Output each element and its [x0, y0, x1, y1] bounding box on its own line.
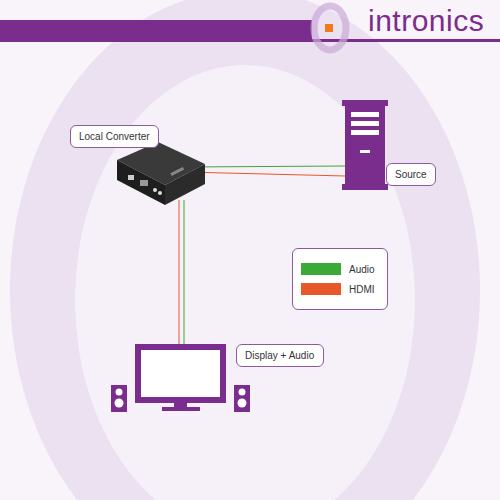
audio-wire	[184, 200, 185, 345]
logo-square	[325, 24, 333, 32]
legend-swatch	[301, 263, 341, 275]
legend-row: HDMI	[301, 282, 379, 296]
audio-wire	[185, 166, 345, 167]
hdmi-wire	[185, 172, 345, 176]
pc-tower	[342, 100, 388, 190]
hdmi-wire	[179, 200, 180, 345]
speaker	[234, 385, 250, 412]
logo-ring	[314, 6, 346, 50]
legend-swatch	[301, 283, 341, 295]
logo-text: intronics	[368, 4, 484, 38]
speaker	[111, 385, 127, 412]
label-text: Source	[395, 169, 427, 180]
legend-text: Audio	[349, 264, 375, 275]
legend-row: Audio	[301, 262, 379, 276]
callout-box: Local Converter	[70, 125, 159, 148]
label-text: Local Converter	[79, 131, 150, 142]
label-text: Display + Audio	[245, 350, 314, 361]
header-bar	[0, 20, 312, 42]
monitor	[138, 347, 223, 411]
callout-box: Display + Audio	[236, 344, 324, 367]
background-ring	[10, 0, 480, 500]
callout-box: Source	[386, 163, 436, 186]
legend-text: HDMI	[349, 284, 375, 295]
legend-box: AudioHDMI	[292, 248, 388, 310]
converter-device	[117, 142, 205, 205]
